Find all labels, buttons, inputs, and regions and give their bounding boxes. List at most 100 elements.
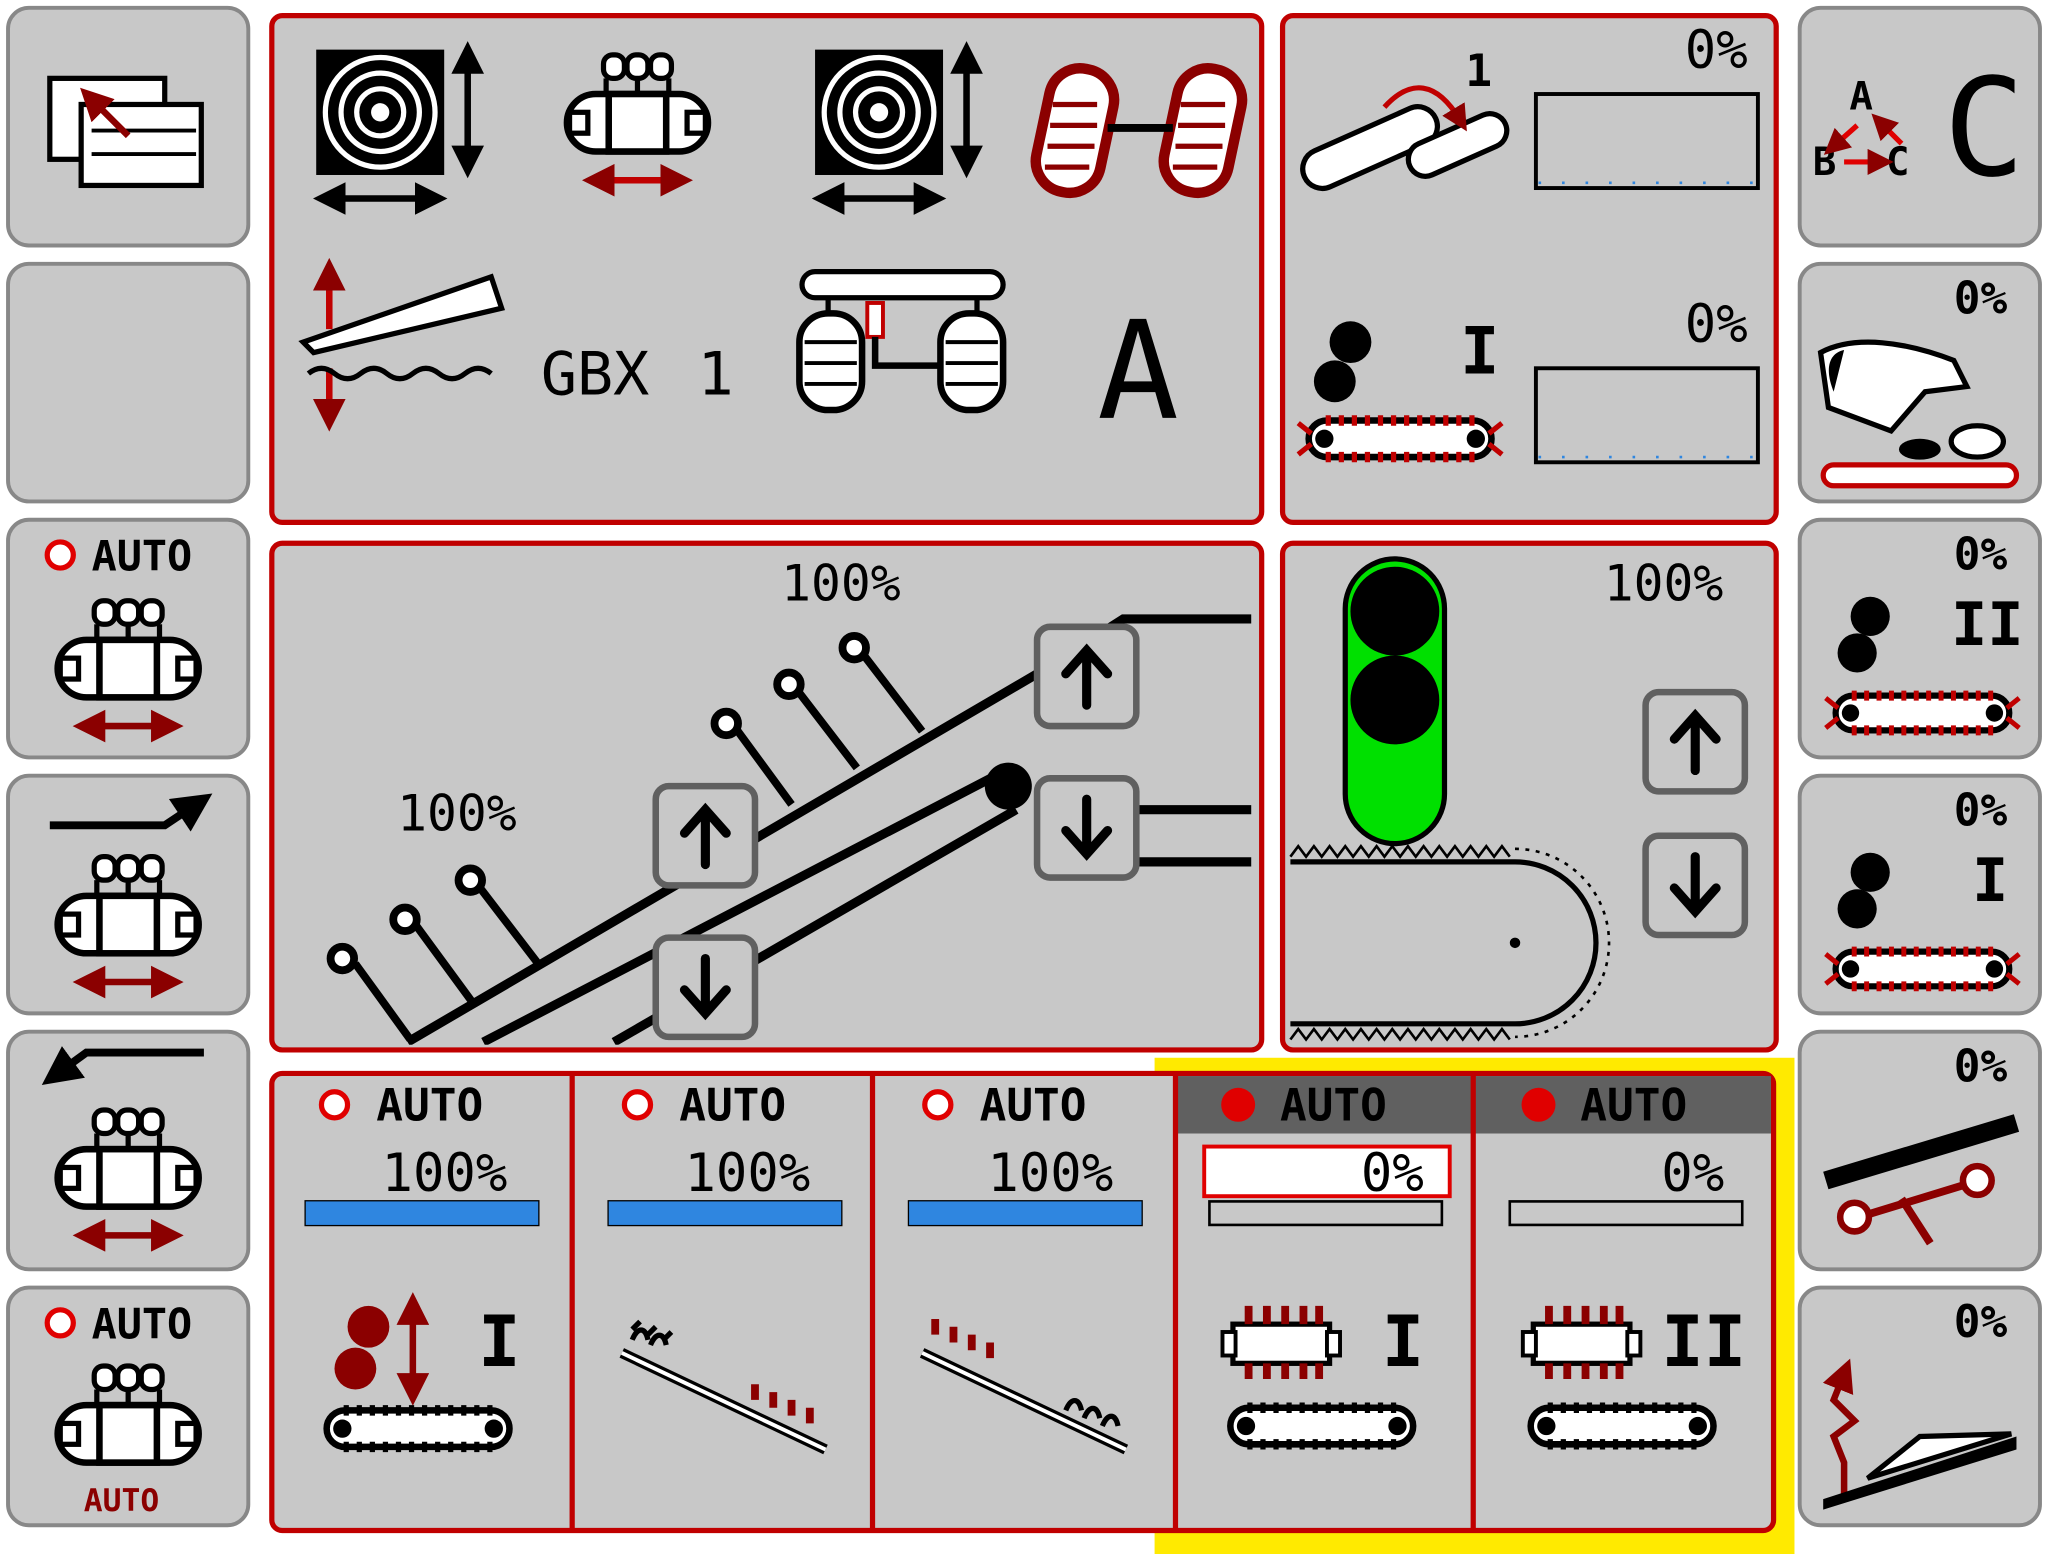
track-width-icon[interactable] bbox=[1030, 62, 1248, 199]
auto-indicator-active bbox=[1521, 1087, 1556, 1122]
web-width-auto-icon bbox=[58, 601, 199, 743]
web-shift-left-button[interactable] bbox=[6, 1029, 251, 1272]
percent-value: 0% bbox=[1361, 1144, 1424, 1204]
auto-label: AUTO bbox=[92, 1300, 193, 1349]
auto-sublabel: AUTO bbox=[84, 1483, 159, 1519]
right-softkey-column: A B C C 0% 0% II bbox=[1797, 5, 2042, 1528]
percent-value: 100% bbox=[987, 1144, 1113, 1204]
left-softkey-column: AUTO AUTO bbox=[6, 5, 251, 1528]
auto-indicator bbox=[621, 1089, 654, 1121]
percent-value: 0% bbox=[1685, 295, 1748, 355]
traffic-light-icon bbox=[1342, 556, 1448, 847]
haulm-web-b-panel[interactable]: AUTO 100% bbox=[907, 1080, 1143, 1455]
lift-height-button[interactable]: 0% bbox=[1797, 1285, 2042, 1528]
roller-separator-I-panel[interactable]: AUTO 0% I bbox=[1202, 1080, 1452, 1449]
gearbox-value: 1 bbox=[698, 339, 734, 409]
percent-value: 0% bbox=[1954, 273, 2008, 324]
auto-indicator bbox=[44, 539, 76, 571]
cleaning-roller-panel[interactable]: AUTO 100% I bbox=[304, 1080, 540, 1452]
roller-separator-II-icon bbox=[1520, 1305, 1714, 1450]
step-number: 1 bbox=[1465, 46, 1492, 97]
haulm-web-a-panel[interactable]: AUTO 100% bbox=[607, 1080, 843, 1455]
roller-separator-II-panel[interactable]: AUTO 0% II bbox=[1508, 1080, 1746, 1450]
abc-cycle-icon: A B C bbox=[1813, 75, 1910, 185]
percent-value: 0% bbox=[1954, 529, 2008, 580]
auto-indicator bbox=[318, 1089, 351, 1121]
auto-indicator-active bbox=[1221, 1087, 1256, 1122]
feed-control-panel: 100% bbox=[1279, 540, 1779, 1053]
percent-value: 0% bbox=[1661, 1144, 1724, 1204]
percent-value: 0% bbox=[1685, 21, 1748, 81]
hand-picking-table-icon bbox=[1817, 339, 2020, 489]
lower-speed-down-button[interactable] bbox=[656, 938, 755, 1037]
level-box bbox=[1533, 366, 1760, 465]
level-bar-fill bbox=[909, 1201, 1142, 1225]
cleaning-roller-icon bbox=[327, 1292, 510, 1452]
level-box bbox=[1533, 92, 1760, 191]
level-bar bbox=[1208, 1200, 1444, 1227]
cleaning-rollers-icon bbox=[1300, 85, 1510, 192]
lower-speed-up-button[interactable] bbox=[656, 786, 755, 885]
auto-label: AUTO bbox=[980, 1080, 1087, 1131]
depth-control-icon[interactable] bbox=[298, 257, 506, 432]
percent-value: 0% bbox=[1954, 1297, 2008, 1348]
left-axle-icon[interactable] bbox=[312, 41, 485, 215]
auto-indicator bbox=[44, 1307, 76, 1339]
conveyor-I-icon bbox=[1826, 852, 2020, 992]
svg-text:C: C bbox=[1886, 140, 1910, 185]
auto-label: AUTO bbox=[376, 1080, 483, 1131]
auto-label: AUTO bbox=[1580, 1080, 1687, 1131]
conveyor-I-button[interactable]: 0% I bbox=[1797, 773, 2042, 1016]
roman-label: II bbox=[1661, 1301, 1746, 1383]
level-bar-fill bbox=[608, 1201, 842, 1225]
lower-speed-value: 100% bbox=[397, 785, 517, 843]
steering-axle-icon[interactable] bbox=[796, 269, 1007, 414]
svg-text:A: A bbox=[1849, 75, 1873, 120]
screen-switch-button[interactable] bbox=[6, 5, 251, 248]
separator-roller-button[interactable]: 0% bbox=[1797, 1029, 2042, 1272]
auto-indicator bbox=[922, 1089, 954, 1121]
web-shift-right-icon bbox=[49, 793, 213, 999]
web-width-auto-button[interactable]: AUTO bbox=[6, 517, 251, 760]
percent-value: 100% bbox=[382, 1144, 508, 1204]
separator-roller-icon bbox=[1823, 1114, 2020, 1246]
web-auto-mode-button[interactable]: AUTO AUTO bbox=[6, 1285, 251, 1528]
mode-letter: C bbox=[1943, 50, 2025, 208]
machine-settings-panel: GBX 1 A bbox=[269, 13, 1265, 525]
conveyor-I-status-icon bbox=[1298, 321, 1502, 462]
auto-label: AUTO bbox=[679, 1080, 786, 1131]
upper-speed-up-button[interactable] bbox=[1037, 627, 1136, 726]
feed-down-button[interactable] bbox=[1646, 836, 1745, 935]
auto-label: AUTO bbox=[1280, 1080, 1387, 1131]
haulm-web-b-icon bbox=[919, 1318, 1129, 1455]
web-shift-left-icon bbox=[41, 1046, 204, 1252]
value-edit-field[interactable] bbox=[1202, 1144, 1452, 1199]
lift-height-icon bbox=[1822, 1358, 2017, 1510]
auto-label: AUTO bbox=[92, 532, 193, 581]
bottom-control-row: AUTO 100% I AUTO 100% bbox=[269, 1057, 1795, 1554]
roman-label: I bbox=[478, 1301, 520, 1383]
gearbox-label: GBX bbox=[541, 339, 649, 409]
upper-speed-down-button[interactable] bbox=[1037, 778, 1136, 877]
conveyor-II-icon bbox=[1826, 596, 2020, 736]
feed-belt-icon bbox=[1289, 844, 1611, 1042]
feed-value: 100% bbox=[1604, 555, 1724, 613]
right-axle-icon[interactable] bbox=[811, 41, 983, 215]
web-speed-panel: 100% 100% bbox=[269, 540, 1265, 1053]
roman-label: I bbox=[1382, 1301, 1424, 1383]
conveyor-II-button[interactable]: 0% II bbox=[1797, 517, 2042, 760]
roman-label: I bbox=[1460, 313, 1499, 389]
conveyor-status-panel: 1 0% I 0% bbox=[1279, 13, 1779, 525]
hand-picking-table-button[interactable]: 0% bbox=[1797, 261, 2042, 504]
percent-value: 0% bbox=[1954, 1041, 2008, 1092]
steering-mode-letter: A bbox=[1097, 293, 1179, 451]
abc-cycle-button[interactable]: A B C C bbox=[1797, 5, 2042, 248]
empty-softkey[interactable] bbox=[6, 261, 251, 504]
gearbox-icon[interactable] bbox=[567, 55, 708, 197]
feed-up-button[interactable] bbox=[1646, 692, 1745, 791]
svg-text:B: B bbox=[1813, 140, 1837, 185]
web-shift-right-button[interactable] bbox=[6, 773, 251, 1016]
roman-label: II bbox=[1951, 590, 2023, 660]
level-bar-fill bbox=[305, 1201, 539, 1225]
